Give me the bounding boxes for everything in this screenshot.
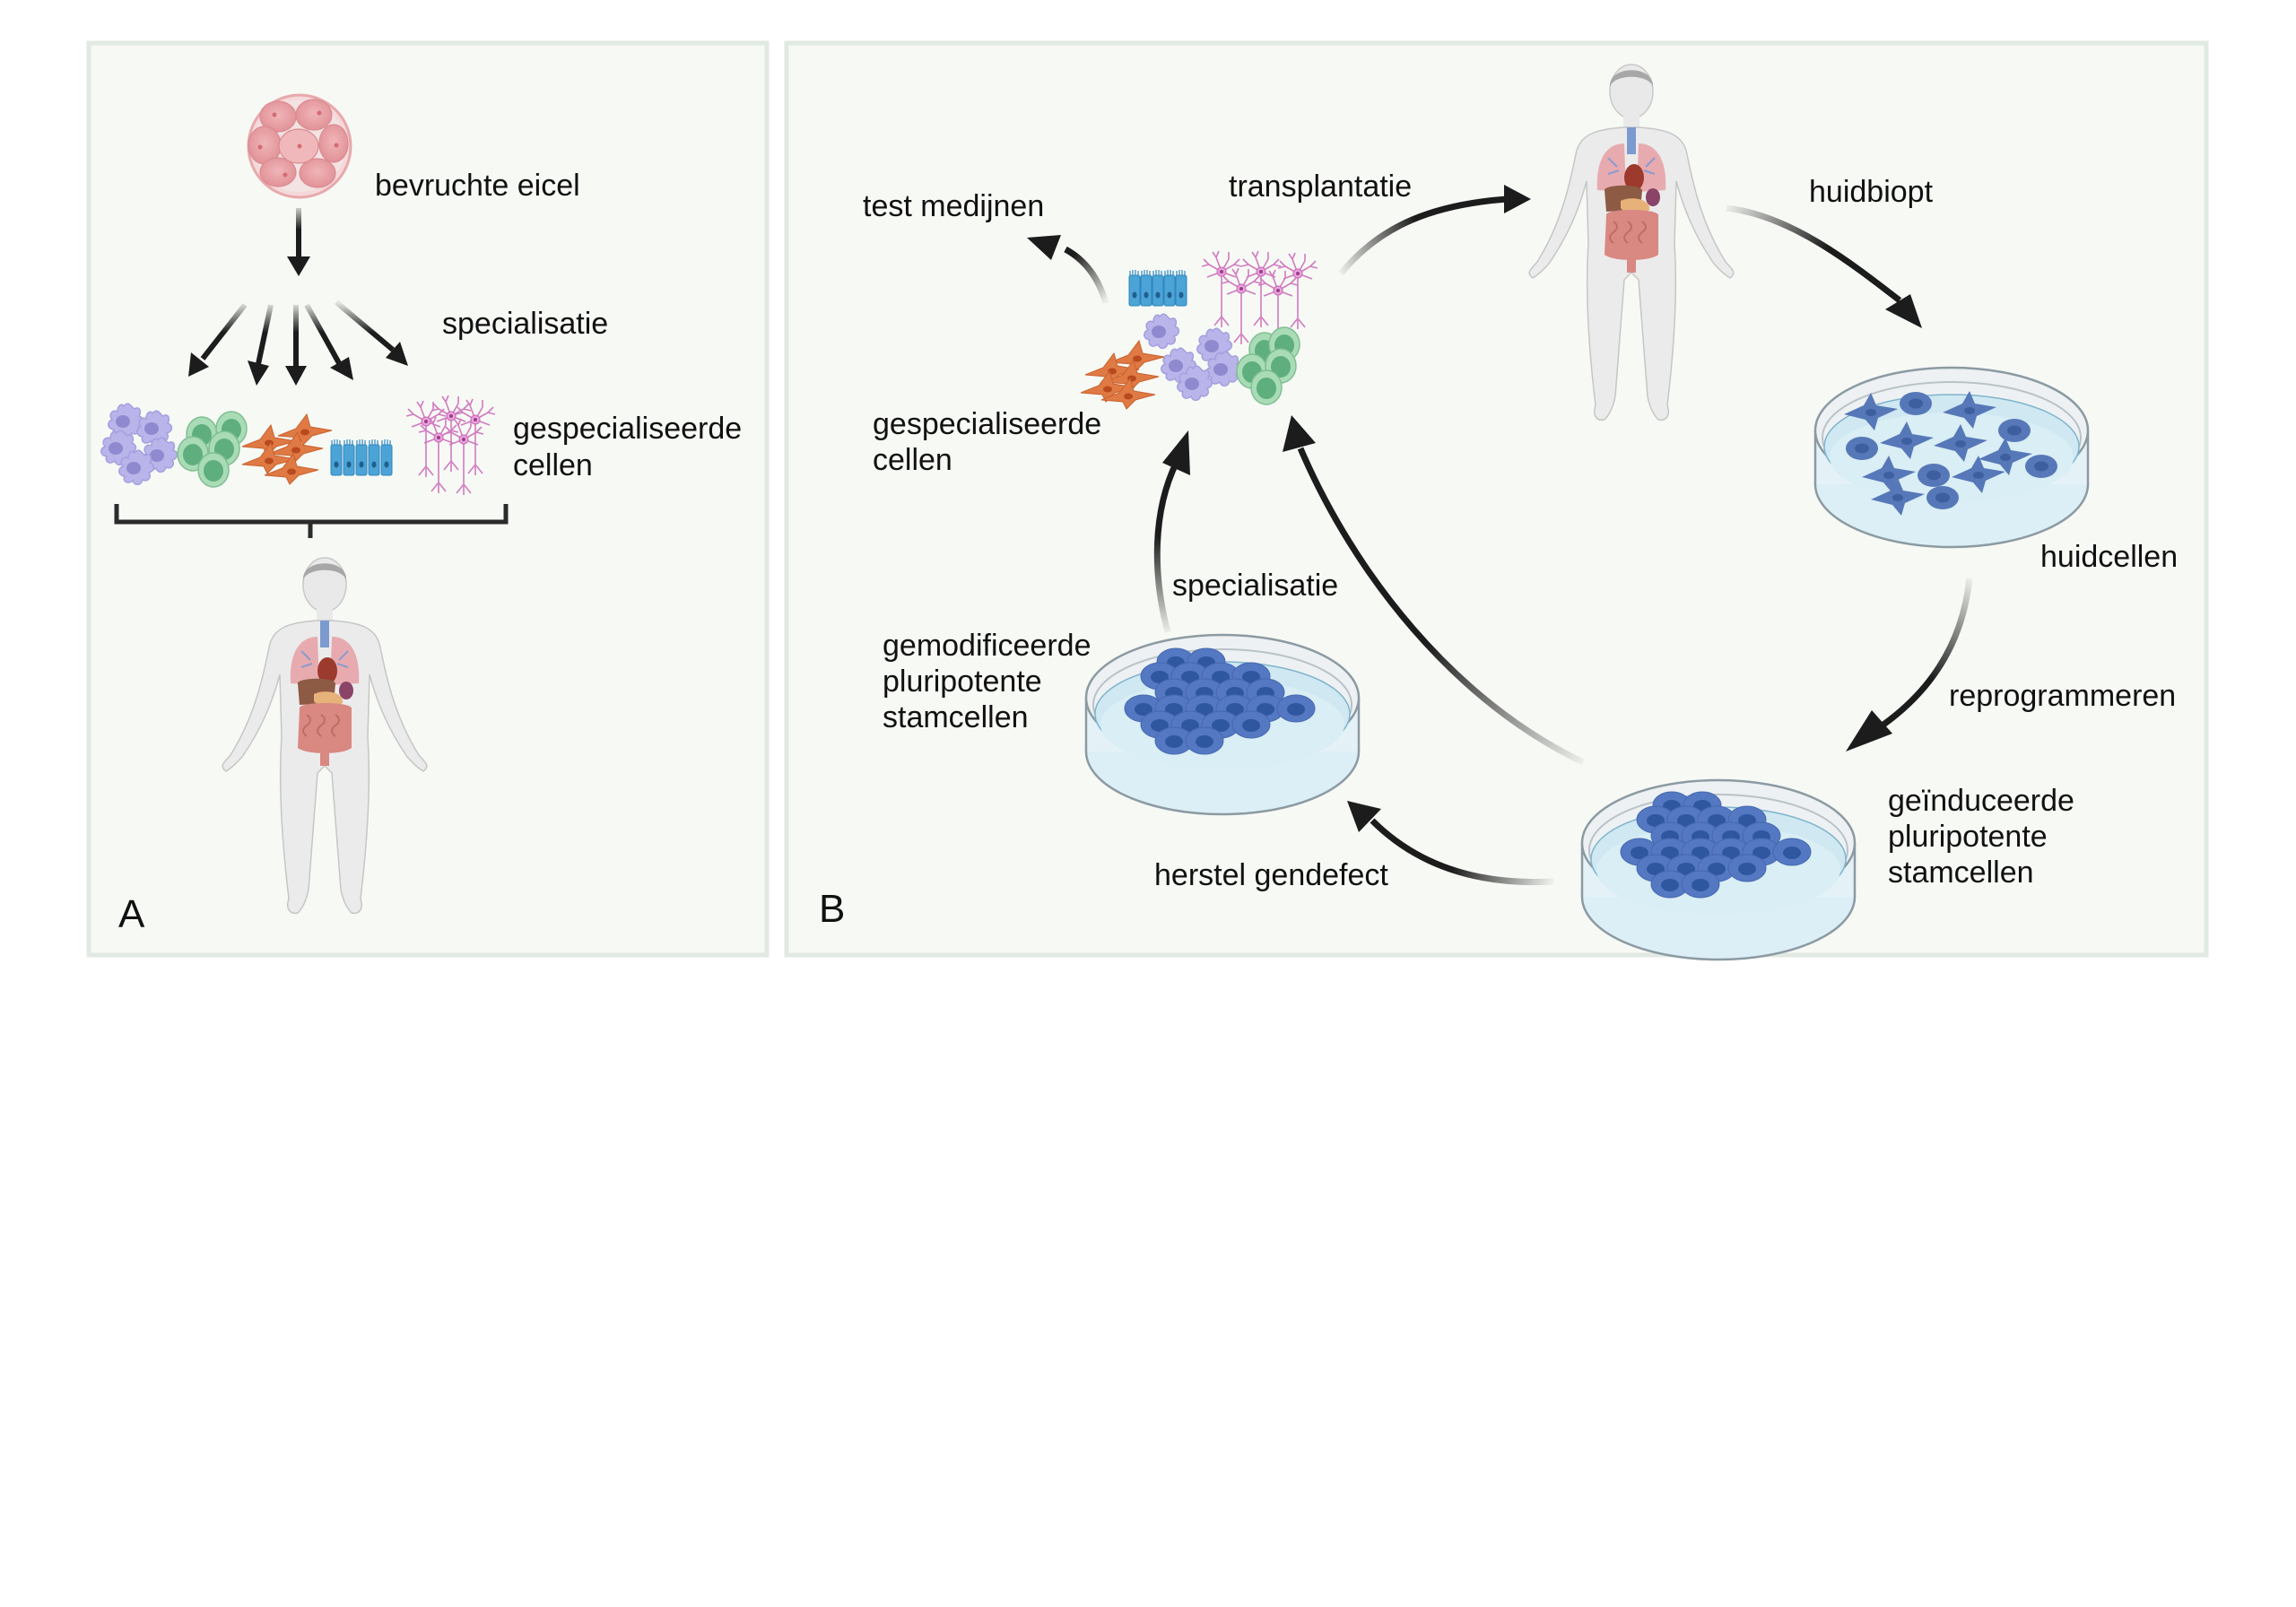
panel-b: gespecialiseerde cellen test medijnen tr… (784, 40, 2209, 961)
modified-stemcell-dish-icon (1084, 633, 1361, 816)
skin-biopsy-label: huidbiopt (1809, 175, 1934, 209)
grouping-bracket (114, 504, 509, 538)
specialised-cells-label-b-line1: gespecialiseerde (873, 407, 1101, 441)
panel-a-frame (86, 40, 770, 958)
skin-cells-dish-icon (1813, 366, 2090, 549)
fan-arrow-5 (335, 300, 395, 352)
fan-arrow-1-head (188, 352, 209, 377)
specialisation-label-a: specialisatie (442, 307, 608, 341)
gene-repair-label: herstel gendefect (1154, 858, 1388, 892)
panel-b-label: B (819, 887, 845, 931)
gene-repair-arrow (1347, 801, 1554, 886)
fan-arrow-5-head (386, 342, 408, 366)
fan-arrow-3-head (285, 366, 307, 386)
specialisation-label-b: specialisatie (1172, 569, 1338, 603)
reprogramming-arrow (1846, 578, 1973, 751)
fan-arrow-2-head (248, 360, 269, 386)
ips-dish-icon (1580, 778, 1857, 961)
specialisation-arrow-b (1153, 430, 1190, 633)
panel-a-label: A (118, 892, 145, 936)
test-medicines-arrow (1027, 235, 1109, 304)
modified-label-line3: stamcellen (883, 700, 1029, 734)
fan-arrow-4-head (330, 357, 353, 380)
skin-biopsy-arrow (1726, 204, 1922, 328)
skin-cells-label: huidcellen (2040, 540, 2178, 574)
ips-label-line1: geïnduceerde (1888, 784, 2074, 818)
test-medicines-label: test medijnen (863, 189, 1044, 223)
transplantation-arrow (1338, 185, 1531, 276)
panel-a: bevruchte eicel specialisatie (86, 40, 770, 958)
down-arrow (287, 208, 310, 276)
fan-arrow-2 (256, 304, 274, 365)
specialised-cells-label-b-line2: cellen (873, 443, 952, 477)
specialised-cells-label-a-line1: gespecialiseerde (513, 412, 742, 446)
transplantation-label: transplantatie (1229, 169, 1412, 204)
specialised-cells-label-a-line2: cellen (513, 448, 593, 482)
modified-label-line2: pluripotente (883, 665, 1042, 699)
ips-label-line2: pluripotente (1888, 820, 2048, 854)
embryo-icon (247, 93, 352, 199)
ips-label-line3: stamcellen (1888, 856, 2034, 890)
specialisation-arrows (188, 300, 408, 386)
reprogramming-label: reprogrammeren (1949, 679, 2176, 713)
epithelial-cells-icon (330, 439, 393, 476)
fan-arrow-4 (304, 303, 342, 365)
fan-arrow-1 (200, 303, 248, 360)
fertilized-egg-label: bevruchte eicel (375, 169, 580, 203)
ips-to-cells-arrow (1283, 415, 1585, 766)
modified-label-line1: gemodificeerde (883, 629, 1091, 663)
